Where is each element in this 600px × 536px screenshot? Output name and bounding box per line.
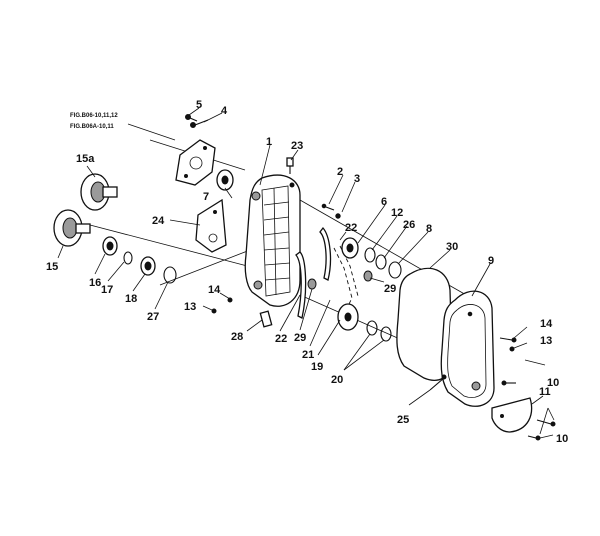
callout-26: 26 [403,219,415,231]
bolt-13-left [211,308,217,314]
callout-22-lower: 22 [275,333,287,345]
main-case [244,174,301,307]
callout-29-lower: 29 [294,332,306,344]
callout-5: 5 [196,99,202,111]
washer-29-right [363,270,373,282]
callout-3: 3 [354,173,360,185]
bearing-18 [140,256,156,276]
plug-23 [286,157,294,174]
guard-11 [491,397,533,433]
bolt-13-right [509,346,515,352]
callout-12: 12 [391,207,403,219]
callout-7: 7 [203,191,209,203]
bolt-25 [429,374,447,391]
callout-19: 19 [311,361,323,373]
callout-8: 8 [426,223,432,235]
figure-ref-leader [127,123,176,141]
callout-29-right: 29 [384,283,396,295]
callout-13-left: 13 [184,301,196,313]
bolt-10-mid [501,380,516,386]
washer-20-a [366,320,378,336]
bolt-14-right [499,337,517,343]
callout-15a: 15a [76,153,95,165]
callout-2: 2 [337,166,343,178]
bolt-14-left [227,297,233,303]
callout-4: 4 [221,105,228,117]
ring-17 [123,251,133,265]
figure-ref-1: FIG.B06-10,11,12 [70,113,118,119]
callout-20: 20 [331,374,343,386]
washer-20-b [380,326,392,342]
washer-26 [375,254,387,270]
sprocket-upper [341,237,359,259]
bolt-10-b [527,435,541,441]
callout-21: 21 [302,349,314,361]
callout-6: 6 [381,196,387,208]
bearing-16 [102,236,118,256]
callout-25: 25 [397,414,409,426]
callout-13-right: 13 [540,335,552,347]
callout-10-lower: 10 [556,433,568,445]
ring-27 [163,266,177,284]
callout-10-mid: 10 [547,377,559,389]
callout-16: 16 [89,277,101,289]
bolt-10-a [536,419,556,427]
callout-27: 27 [147,311,159,323]
callout-18: 18 [125,293,137,305]
callout-23: 23 [291,140,303,152]
callout-14-left: 14 [208,284,221,296]
callout-15: 15 [46,261,58,273]
ring-8 [388,261,402,279]
sprocket-lower [337,303,359,331]
bearing-7 [216,169,234,191]
figure-ref-2: FIG.B06A-10,11 [70,124,114,130]
callout-24: 24 [152,215,165,227]
bolt-2 [321,203,335,211]
bracket-24 [195,198,227,253]
washer-29-mid [307,278,317,290]
callout-11: 11 [539,386,551,398]
washer-12 [364,247,376,263]
pulley-15 [53,209,91,247]
bolt-5 [185,114,198,122]
centerline-shaft [89,224,256,269]
chain-guide-22 [295,226,332,319]
callout-22-upper: 22 [345,222,357,234]
pin-28 [259,310,273,328]
bolt-3 [335,213,341,219]
cover-9 [440,290,495,407]
gasket-30 [396,267,453,381]
leader-lines [57,107,555,439]
pulley-15a [80,173,118,211]
callout-9: 9 [488,255,494,267]
flange-plate [175,139,216,186]
callout-30: 30 [446,241,458,253]
callout-28: 28 [231,331,243,343]
callout-14-right: 14 [540,318,553,330]
callout-1: 1 [266,136,272,148]
callout-17: 17 [101,284,113,296]
